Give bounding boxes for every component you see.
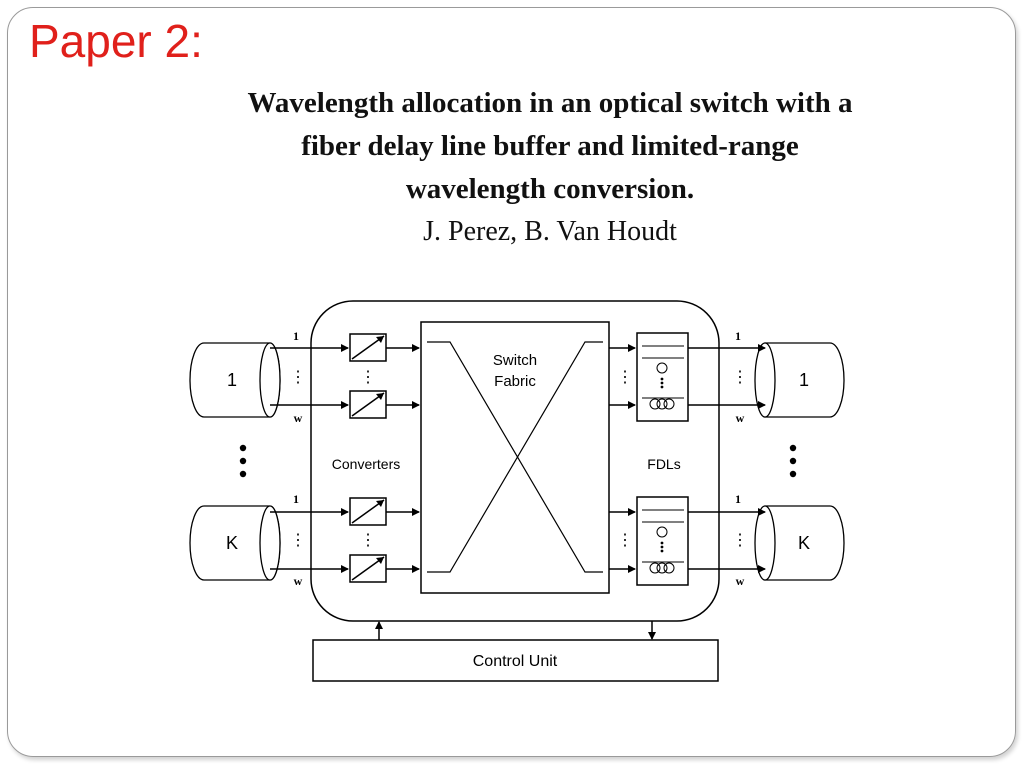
converter-to-switch-arrows (386, 344, 420, 573)
paper-title-line: wavelength conversion. (405, 173, 695, 205)
channel-label-last: w (294, 574, 303, 588)
converters-label: Converters (332, 456, 400, 472)
converter-box (349, 390, 387, 419)
output-arrows (688, 344, 766, 573)
channel-label-first: 1 (735, 492, 741, 506)
channel-label-last: w (736, 411, 745, 425)
output-fiber-label: K (798, 533, 810, 553)
output-fiber-1: 1 (754, 342, 845, 418)
channel-label-first: 1 (293, 492, 299, 506)
converter-box (349, 333, 387, 362)
control-unit-label: Control Unit (473, 653, 558, 670)
switch-to-fdl-arrows (609, 344, 636, 573)
channel-ellipsis: ⋮ (290, 532, 306, 549)
converter-box (349, 497, 387, 526)
switch-label-line: Switch (493, 352, 537, 369)
slide-frame (7, 7, 1016, 757)
channel-labels: 1 w 1 w 1 w 1 w (293, 329, 745, 588)
channel-ellipsis: ⋮ (732, 369, 748, 386)
paper-title-line: fiber delay line buffer and limited-rang… (301, 130, 799, 162)
converter-box (349, 554, 387, 583)
switch-fabric: Switch Fabric (420, 321, 610, 594)
channel-ellipsis: ⋮ (290, 369, 306, 386)
control-unit: Control Unit (312, 639, 719, 682)
channel-ellipsis: ⋮ (360, 369, 376, 386)
output-group-dots (789, 444, 797, 478)
paper-title-line: Wavelength allocation in an optical swit… (247, 87, 853, 119)
channel-ellipsis: ⋮ (732, 532, 748, 549)
fdl-block-1 (636, 332, 689, 422)
input-fiber-label: K (226, 533, 238, 553)
input-group-dots (239, 444, 247, 478)
paper-title: Wavelength allocation in an optical swit… (130, 82, 970, 211)
channel-label-first: 1 (735, 329, 741, 343)
input-fiber-1: 1 (189, 342, 281, 418)
channel-ellipsis: ⋮ (617, 369, 633, 386)
slide-heading: Paper 2: (29, 15, 203, 67)
channel-label-last: w (294, 411, 303, 425)
fdls-label: FDLs (647, 456, 680, 472)
channel-label-first: 1 (293, 329, 299, 343)
input-fiber-k: K (189, 505, 281, 581)
control-signal-arrows (375, 621, 656, 640)
output-fiber-k: K (754, 505, 845, 581)
channel-label-last: w (736, 574, 745, 588)
channel-ellipsis: ⋮ (617, 532, 633, 549)
channel-ellipses: ⋮ ⋮ ⋮ ⋮ ⋮ ⋮ ⋮ ⋮ (290, 369, 748, 549)
fdl-block-k (636, 496, 689, 586)
switch-enclosure (310, 300, 720, 622)
wavelength-converters (349, 333, 387, 583)
switch-label-line: Fabric (494, 373, 536, 390)
input-arrows (270, 344, 349, 573)
paper-authors: J. Perez, B. Van Houdt (423, 216, 677, 247)
input-fiber-label: 1 (227, 370, 237, 390)
channel-ellipsis: ⋮ (360, 532, 376, 549)
output-fiber-label: 1 (799, 370, 809, 390)
